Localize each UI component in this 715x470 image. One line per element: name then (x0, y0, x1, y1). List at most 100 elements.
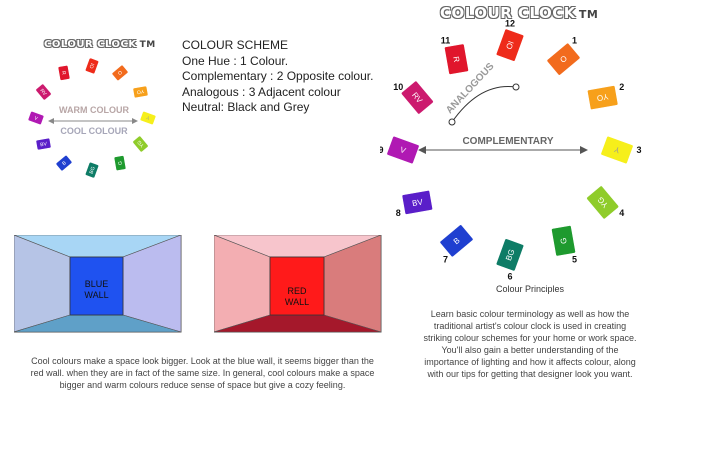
big-clock-tile-code: B (452, 236, 462, 246)
small-clock-tile-rect (85, 161, 99, 179)
big-clock-tile-rect (495, 238, 525, 272)
complementary-arrow-right (580, 146, 588, 154)
small-clock-tile-o: O (111, 64, 129, 81)
analogous-arc (451, 85, 517, 123)
cool-colour-label: COOL COLOUR (60, 126, 128, 136)
big-clock-tile-code: G (559, 237, 569, 245)
big-clock-tile-rect (495, 28, 525, 62)
big-clock-tile-code: BG (504, 248, 516, 262)
big-clock-number-11: 11 (441, 36, 451, 46)
left-caption: Cool colours make a space look bigger. L… (5, 355, 400, 391)
big-clock-tile-io: IO (495, 28, 525, 62)
small-clock-tile-rect (27, 111, 45, 125)
scheme-line-neutral: Neutral: Black and Grey (182, 100, 310, 114)
big-clock-number-10: 10 (393, 82, 403, 92)
small-clock-tile-r: R (57, 65, 71, 81)
blue-wall-label: BLUE WALL (70, 279, 123, 301)
big-clock-tile-rect (386, 135, 420, 165)
small-clock-tile-rect (35, 83, 52, 101)
big-clock-tile-o: O (546, 42, 581, 76)
red-wall (269, 256, 325, 316)
analogous-arc-end (512, 83, 520, 91)
left-caption-line1: Cool colours make a space look bigger. L… (31, 356, 374, 366)
big-clock-tile-code: YO (596, 92, 609, 103)
big-clock-tm: TM (578, 8, 599, 21)
big-clock-number-2: 2 (619, 82, 624, 92)
blue-wall-label-line1: BLUE (84, 279, 109, 289)
small-clock-arrow-left (48, 118, 54, 124)
left-caption-line3: bigger and warm colours reduce sense of … (59, 380, 346, 390)
small-clock-tile-code: YO (136, 88, 144, 95)
small-clock-tile-rect (35, 137, 52, 151)
small-clock-tile-code: RV (38, 88, 47, 98)
warm-colour-label: WARM COLOUR (59, 105, 129, 115)
big-clock-number-3: 3 (636, 145, 641, 155)
big-clock-number-4: 4 (619, 208, 624, 218)
small-clock-tile-code: G (117, 160, 124, 165)
colour-scheme-block: COLOUR SCHEME One Hue : 1 Colour. Comple… (182, 38, 373, 116)
big-clock-tile-v: V (386, 135, 420, 165)
small-clock-tm: TM (139, 40, 156, 50)
small-clock-tile-io: IO (85, 57, 99, 75)
small-clock-tile-rect (111, 64, 129, 81)
small-clock-tile-rect (113, 155, 127, 171)
big-clock-tile-r: R (444, 43, 469, 75)
red-wall-label-line1: RED (287, 286, 307, 296)
small-clock-tile-rect (85, 57, 99, 75)
right-caption-line6: with our tips for getting that designer … (427, 369, 633, 379)
right-caption-line3: striking colour schemes for your home or… (423, 333, 637, 343)
big-clock-tile-code: IO (504, 40, 515, 51)
small-clock-tile-bv: BV (35, 137, 52, 151)
big-clock-number-8: 8 (396, 208, 401, 218)
big-clock-tile-rect (401, 190, 433, 215)
small-clock-tile-code: IO (88, 62, 95, 69)
complementary-label: COMPLEMENTARY (462, 136, 553, 147)
small-clock-tile-yo: YO (132, 85, 149, 99)
small-clock-tile-code: B (61, 160, 68, 167)
big-clock-tile-code: V (399, 145, 408, 156)
big-clock-title-text: COLOUR CLOCK (440, 4, 576, 22)
small-clock-tile-rect (132, 85, 149, 99)
scheme-line-one-hue: One Hue : 1 Colour. (182, 53, 289, 68)
small-clock-title-text: COLOUR CLOCK (44, 39, 137, 50)
small-clock-tile-v: V (27, 111, 45, 125)
small-clock-tile-rect (139, 111, 157, 125)
right-caption-line1: Learn basic colour terminology as well a… (430, 309, 630, 319)
small-clock-tile-rect (57, 65, 71, 81)
big-clock-tile-yo: YO (587, 85, 619, 110)
big-clock-number-12: 12 (505, 20, 515, 29)
small-clock-tile-code: Y (145, 114, 151, 121)
small-clock-tile-y: Y (139, 111, 157, 125)
left-caption-line2: red wall. when they are in fact of the s… (30, 368, 375, 378)
scheme-line-analogous: Analogous : 3 Adjacent colour (182, 84, 341, 99)
big-clock-tile-rect (551, 225, 576, 257)
small-clock-tile-rect (132, 135, 149, 153)
big-clock-tile-code: R (451, 56, 461, 63)
small-clock-tile-b: B (55, 155, 73, 172)
small-clock-tile-rv: RV (35, 83, 52, 101)
big-clock-number-1: 1 (572, 36, 577, 46)
right-caption-line2: traditional artist's colour clock is use… (433, 321, 627, 331)
big-clock-number-9: 9 (380, 145, 384, 155)
big-clock-tile-g: G (551, 225, 576, 257)
small-clock-tile-code: V (33, 115, 39, 122)
big-clock-tile-rect (400, 80, 434, 115)
small-clock-tile-rect (55, 155, 73, 172)
big-clock-tile-code: O (558, 54, 569, 65)
big-clock-number-7: 7 (443, 254, 448, 264)
scheme-line-complementary: Complementary : 2 Opposite colour. (182, 69, 374, 83)
red-wall-label-line2: WALL (284, 297, 310, 307)
colour-principles-caption: Colour Principles (495, 284, 565, 294)
big-clock-tile-rect (444, 43, 469, 75)
big-clock-tile-yg: YG (586, 185, 620, 220)
big-clock-tile-b: B (439, 224, 474, 258)
right-caption-line4: You'll also gain a better understanding … (441, 345, 619, 355)
small-clock-tile-code: BG (89, 166, 97, 175)
small-clock-tile-code: O (116, 69, 123, 76)
red-wall-room (214, 235, 382, 333)
small-clock-tile-yg: YG (132, 135, 149, 153)
big-clock-tile-rect (600, 135, 634, 165)
big-clock-number-5: 5 (572, 254, 577, 264)
